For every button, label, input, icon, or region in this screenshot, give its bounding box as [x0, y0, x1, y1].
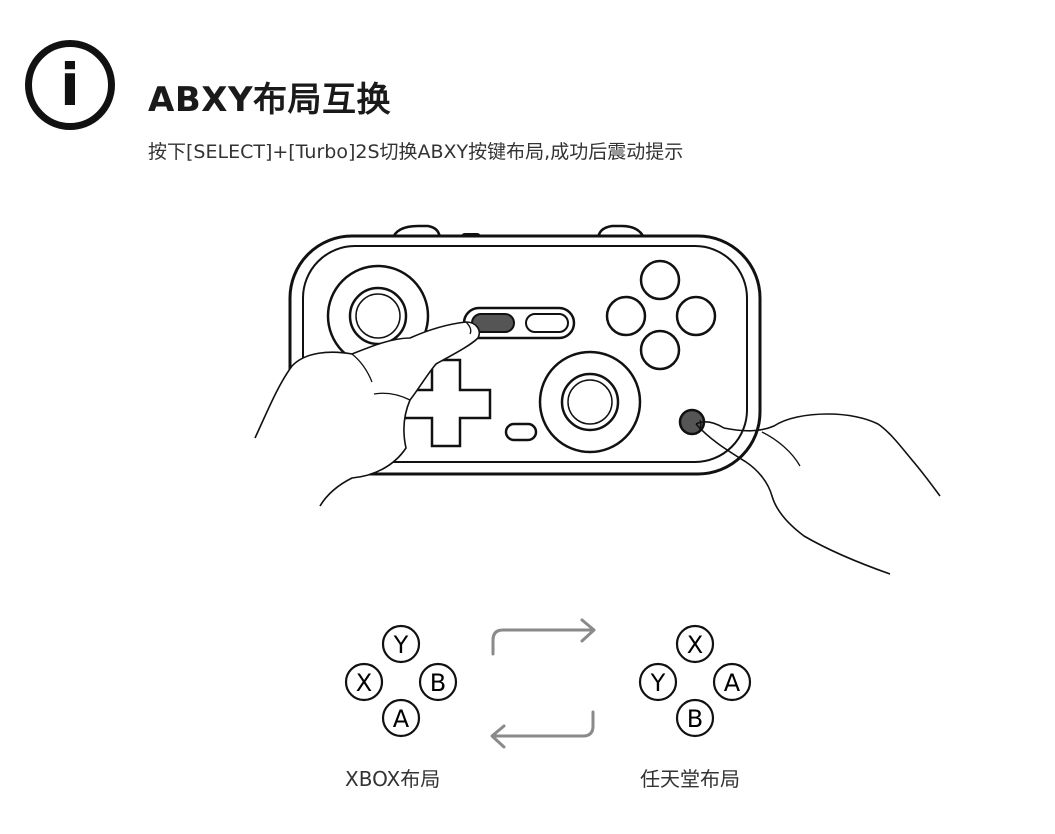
left-stick [348, 286, 408, 346]
face-button-left [605, 295, 647, 337]
nintendo-label-bottom: B [687, 705, 703, 733]
info-icon: i [25, 40, 115, 130]
left-hand [254, 321, 481, 507]
xbox-label-top: Y [393, 631, 409, 659]
xbox-button-bottom [381, 698, 421, 738]
right-hand [695, 413, 941, 497]
xbox-layout-label: XBOX布局 [345, 767, 441, 791]
xbox-label-right: B [430, 669, 446, 697]
info-icon-glyph: i [60, 51, 80, 119]
start-button [525, 313, 569, 333]
swap-arrow-back-icon [490, 710, 595, 749]
instruction-text: 按下[SELECT]+[Turbo]2S切换ABXY按键布局,成功后震动提示 [148, 141, 684, 163]
nintendo-button-bottom [675, 698, 715, 738]
face-button-bottom [639, 329, 681, 371]
face-button-right [675, 295, 717, 337]
nintendo-label-right: A [724, 669, 741, 697]
xbox-label-bottom: A [393, 705, 410, 733]
face-button-top [639, 259, 681, 301]
nintendo-button-top [675, 624, 715, 664]
nintendo-button-left [638, 662, 678, 702]
nintendo-layout-diagram: X Y A B [638, 624, 752, 738]
right-stick [560, 372, 620, 432]
swap-arrow-forward-icon [491, 618, 596, 656]
home-button [504, 422, 538, 442]
xbox-layout-diagram: Y X B A [344, 624, 458, 738]
xbox-label-left: X [356, 669, 372, 697]
controller-body-inner [302, 245, 748, 463]
nintendo-button-right [712, 662, 752, 702]
nintendo-label-left: Y [650, 669, 666, 697]
page-title: ABXY布局互换 [148, 80, 392, 120]
xbox-button-left [344, 662, 384, 702]
xbox-button-top [381, 624, 421, 664]
nintendo-label-top: X [687, 631, 703, 659]
nintendo-layout-label: 任天堂布局 [640, 767, 740, 791]
xbox-button-right [418, 662, 458, 702]
